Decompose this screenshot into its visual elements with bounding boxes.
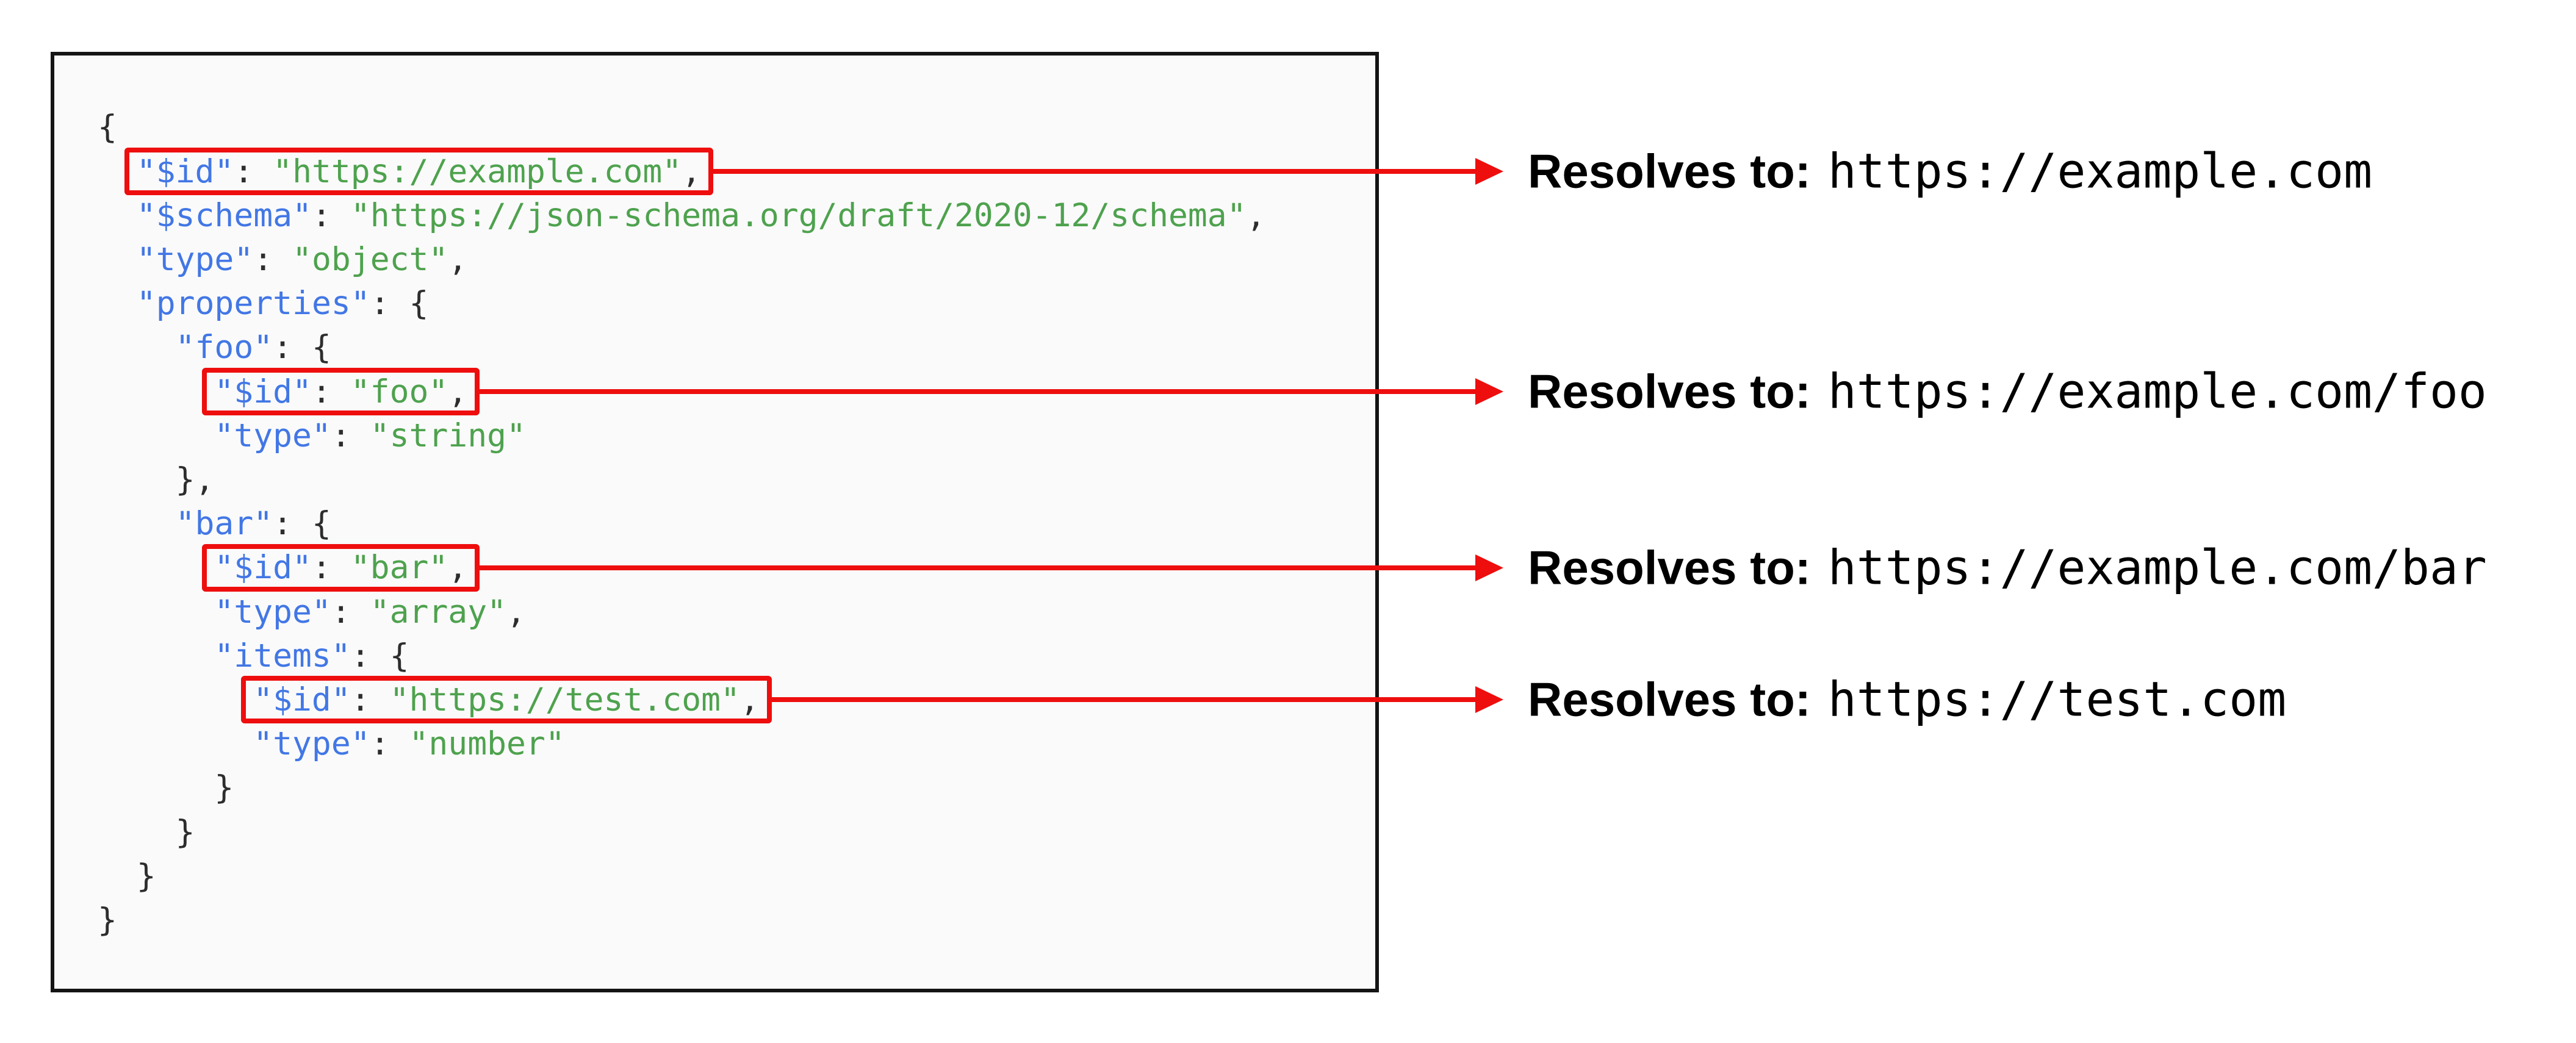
- json-key: "$id": [214, 549, 312, 587]
- resolves-annotation: Resolves to: https://example.com/foo: [1528, 364, 2487, 420]
- json-punctuation: ,: [506, 593, 526, 631]
- arrow-line: [713, 169, 1477, 174]
- json-punctuation: :: [370, 725, 409, 763]
- json-punctuation: : {: [273, 505, 331, 543]
- json-punctuation: :: [331, 593, 370, 631]
- code-line: "$schema": "https://json-schema.org/draf…: [137, 193, 1266, 238]
- json-key: "bar": [175, 505, 273, 543]
- code-line: }: [137, 854, 156, 898]
- resolves-label: Resolves to:: [1528, 144, 1811, 198]
- arrow-line: [480, 565, 1477, 570]
- json-punctuation: ,: [448, 240, 468, 278]
- resolves-annotation: Resolves to: https://example.com/bar: [1528, 540, 2487, 595]
- code-line: },: [176, 457, 215, 502]
- json-punctuation: :: [350, 681, 390, 719]
- json-key: "type": [214, 417, 331, 454]
- code-line: }: [176, 810, 195, 855]
- json-punctuation: : {: [273, 329, 331, 367]
- resolves-label: Resolves to:: [1528, 540, 1811, 595]
- json-string: "array": [370, 593, 507, 631]
- arrow-right-icon: [1475, 158, 1503, 185]
- code-line: "type": "object",: [137, 237, 467, 282]
- resolved-uri: https://example.com: [1827, 144, 2373, 199]
- resolves-annotation: Resolves to: https://test.com: [1528, 672, 2286, 728]
- json-punctuation: : {: [370, 285, 429, 323]
- json-key: "type": [253, 725, 370, 763]
- id-highlight-box: [241, 676, 772, 724]
- json-key: "$schema": [136, 196, 312, 234]
- json-punctuation: :: [234, 152, 273, 190]
- json-key: "$id": [253, 681, 351, 719]
- json-key: "type": [136, 240, 254, 278]
- json-punctuation: }: [136, 857, 156, 895]
- arrow-line: [771, 697, 1477, 703]
- code-line: "type": "string": [214, 414, 526, 458]
- code-line: "items": {: [214, 634, 409, 678]
- code-line: }: [98, 898, 117, 942]
- json-punctuation: :: [311, 196, 351, 234]
- code-line: "properties": {: [137, 281, 429, 326]
- resolves-label: Resolves to:: [1528, 672, 1811, 726]
- json-key: "$id": [136, 152, 234, 190]
- json-punctuation: ,: [448, 549, 468, 587]
- json-punctuation: },: [175, 461, 215, 498]
- code-block: [51, 52, 1379, 992]
- json-punctuation: ,: [1246, 196, 1266, 234]
- arrow-line: [480, 389, 1477, 394]
- json-punctuation: {: [98, 109, 117, 146]
- json-key: "items": [214, 637, 351, 675]
- id-highlight-box: [124, 148, 713, 195]
- resolved-uri: https://example.com/bar: [1827, 540, 2487, 596]
- json-punctuation: :: [311, 373, 351, 410]
- code-line: "$id": "https://example.com",: [137, 149, 701, 194]
- code-line: "$id": "https://test.com",: [253, 678, 760, 722]
- json-key: "foo": [175, 329, 273, 367]
- json-punctuation: }: [214, 769, 234, 807]
- code-line: "bar": {: [176, 501, 331, 546]
- json-string: "bar": [350, 549, 448, 587]
- json-string: "https://example.com": [273, 152, 682, 190]
- arrow-right-icon: [1475, 378, 1503, 405]
- arrow-right-icon: [1475, 686, 1503, 714]
- json-punctuation: :: [253, 240, 293, 278]
- json-string: "object": [292, 240, 448, 278]
- json-key: "properties": [136, 285, 370, 323]
- arrow-right-icon: [1475, 554, 1503, 581]
- resolves-label: Resolves to:: [1528, 364, 1811, 418]
- resolves-annotation: Resolves to: https://example.com: [1528, 144, 2372, 199]
- json-string: "string": [370, 417, 526, 454]
- code-line: "$id": "foo",: [214, 370, 467, 414]
- resolved-uri: https://example.com/foo: [1827, 364, 2487, 420]
- json-string: "https://json-schema.org/draft/2020-12/s…: [350, 196, 1247, 234]
- json-punctuation: }: [175, 813, 195, 851]
- json-string: "number": [409, 725, 565, 763]
- id-highlight-box: [202, 543, 480, 592]
- code-line: }: [214, 765, 234, 810]
- json-punctuation: ,: [682, 152, 702, 190]
- json-punctuation: }: [98, 901, 117, 939]
- resolved-uri: https://test.com: [1827, 672, 2287, 728]
- json-key: "type": [214, 593, 331, 631]
- json-punctuation: :: [311, 549, 351, 587]
- json-string: "https://test.com": [389, 681, 740, 719]
- json-punctuation: : {: [350, 637, 409, 675]
- json-key: "$id": [214, 373, 312, 410]
- code-line: "type": "array",: [214, 590, 526, 634]
- json-punctuation: ,: [448, 373, 468, 410]
- code-line: "foo": {: [176, 325, 331, 370]
- code-line: {: [98, 105, 117, 149]
- code-line: "type": "number": [253, 722, 565, 766]
- code-line: "$id": "bar",: [214, 545, 467, 590]
- json-punctuation: :: [331, 417, 370, 454]
- json-string: "foo": [350, 373, 448, 410]
- json-punctuation: ,: [739, 681, 760, 719]
- id-highlight-box: [202, 368, 480, 415]
